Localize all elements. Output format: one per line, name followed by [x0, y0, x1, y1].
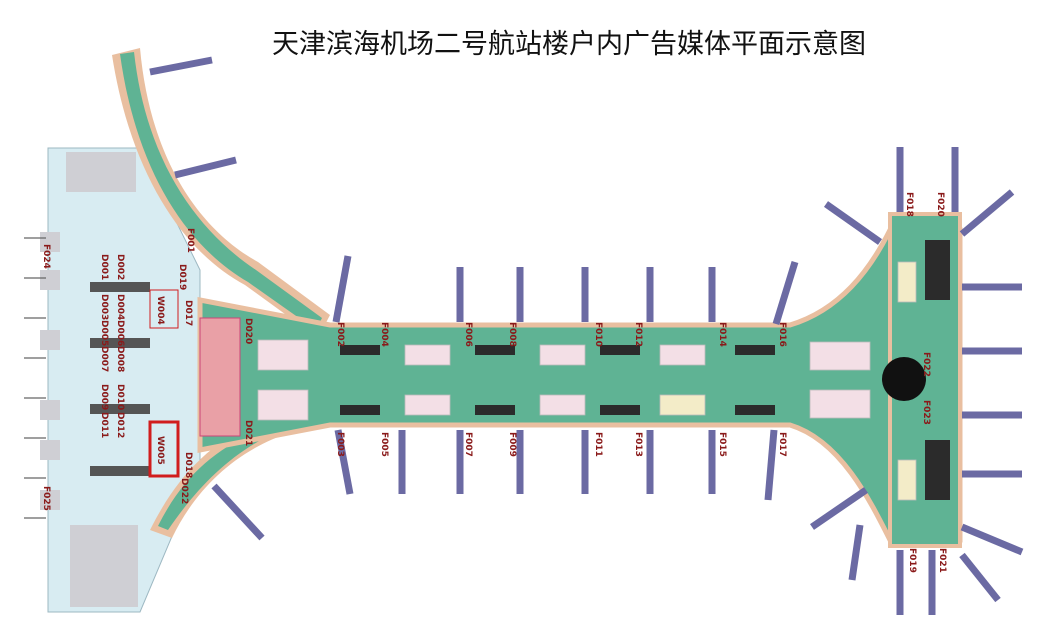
gate-label-f017: F017: [777, 432, 787, 457]
gate-label-f009: F009: [507, 432, 517, 457]
counter-label-d012: D012: [115, 412, 125, 438]
gate-label-f007: F007: [463, 432, 473, 457]
east-void: [882, 357, 926, 401]
hall-service-blocks: [40, 152, 138, 607]
security-block: [199, 317, 241, 437]
gate-label-f015: F015: [717, 432, 727, 457]
counter-label-d009: D009: [99, 384, 109, 410]
gate-label-f025: F025: [41, 486, 51, 511]
map-title: 天津滨海机场二号航站楼户内广告媒体平面示意图: [272, 29, 866, 60]
gate-label-f021: F021: [937, 548, 947, 573]
counter-label-d006: D006: [115, 320, 125, 346]
gate-label-f011: F011: [593, 432, 603, 457]
counter-label-d008: D008: [115, 346, 125, 372]
gate-label-f013: F013: [633, 432, 643, 457]
gate-label-d021: D021: [243, 420, 253, 446]
counter-label-d003: D003: [99, 294, 109, 320]
gate-label-f012: F012: [633, 322, 643, 347]
ad-label-w005: W005: [155, 436, 165, 465]
gate-label-f002: F002: [335, 322, 345, 347]
gate-label-f010: F010: [593, 322, 603, 347]
gate-label-f003: F003: [335, 432, 345, 457]
gate-label-f024: F024: [41, 244, 51, 269]
counter-label-d011: D011: [99, 412, 109, 438]
gate-label-f018: F018: [904, 192, 914, 217]
gate-label-d017: D017: [183, 300, 193, 326]
checkin-counters: [90, 282, 150, 476]
gate-label-f005: F005: [379, 432, 389, 457]
gate-label-f004: F004: [379, 322, 389, 347]
gate-label-f023: F023: [921, 400, 931, 425]
gate-label-d018: D018: [183, 452, 193, 478]
counter-label-d005: D005: [99, 320, 109, 346]
gate-label-d022: D022: [179, 478, 189, 504]
central-pier: [197, 227, 963, 543]
gate-label-f019: F019: [907, 548, 917, 573]
boarding-bridges: [149, 56, 1024, 615]
hall-jet-bridges: [24, 237, 46, 519]
interior-blocks: [257, 261, 917, 501]
counter-label-d007: D007: [99, 346, 109, 372]
seating-rows: [340, 240, 950, 500]
counter-label-d002: D002: [115, 254, 125, 280]
ad-label-w004: W004: [155, 296, 165, 325]
gate-label-f008: F008: [507, 322, 517, 347]
south-finger: [158, 412, 332, 530]
gate-label-f016: F016: [777, 322, 787, 347]
counter-label-d004: D004: [115, 294, 125, 320]
highlight-box-w005: [148, 420, 180, 478]
gate-label-f022: F022: [921, 352, 931, 377]
counter-label-d010: D010: [115, 384, 125, 410]
gate-label-d019: D019: [177, 264, 187, 290]
gate-label-f001: F001: [185, 228, 195, 253]
gate-label-d020: D020: [243, 318, 253, 344]
gate-label-f014: F014: [717, 322, 727, 347]
counter-label-d001: D001: [99, 254, 109, 280]
gate-label-f006: F006: [463, 322, 473, 347]
gate-label-f020: F020: [935, 192, 945, 217]
outline-box-w004: [149, 289, 179, 329]
